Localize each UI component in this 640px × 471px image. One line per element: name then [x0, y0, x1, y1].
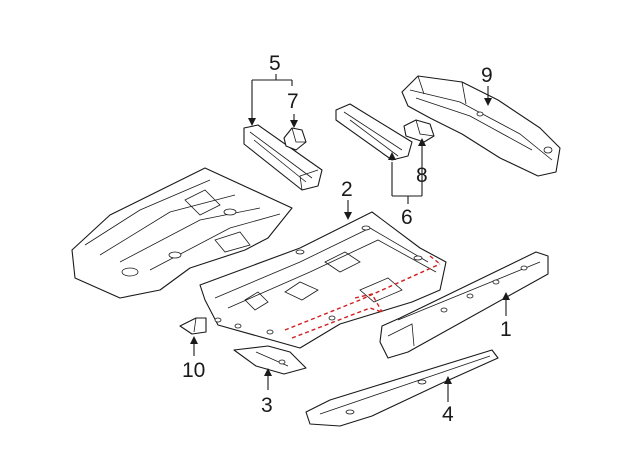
callout-8: 8	[416, 164, 428, 187]
cut-line	[429, 255, 441, 265]
bracket-3-part	[233, 345, 307, 375]
cut-line	[291, 307, 383, 339]
callout-6: 6	[401, 206, 413, 229]
crossmember-6-part	[335, 103, 413, 161]
callout-3: 3	[261, 394, 273, 417]
reference-floor-assembly	[71, 167, 293, 299]
callout-10: 10	[182, 359, 205, 382]
callout-4: 4	[442, 403, 454, 426]
callout-1: 1	[500, 318, 512, 341]
cut-line	[284, 263, 441, 331]
cut-line	[354, 293, 383, 313]
bracket-8-part	[403, 119, 435, 143]
callout-7: 7	[287, 90, 299, 113]
callout-5: 5	[269, 52, 281, 75]
arrowheads	[190, 98, 510, 384]
front-crossmember-part	[243, 124, 323, 191]
bracket-10-part	[179, 317, 207, 335]
rocker-outer-part	[305, 349, 499, 427]
callout-9: 9	[481, 64, 493, 87]
rocker-reinforcement-part	[379, 251, 549, 359]
bracket-7-part	[283, 127, 307, 151]
callout-labels: 1 2 3 4 5 6 7 8 9 10	[182, 52, 512, 426]
callout-2: 2	[341, 178, 353, 201]
floor-pan-part	[199, 211, 447, 349]
rear-crossmember-part	[401, 75, 561, 177]
